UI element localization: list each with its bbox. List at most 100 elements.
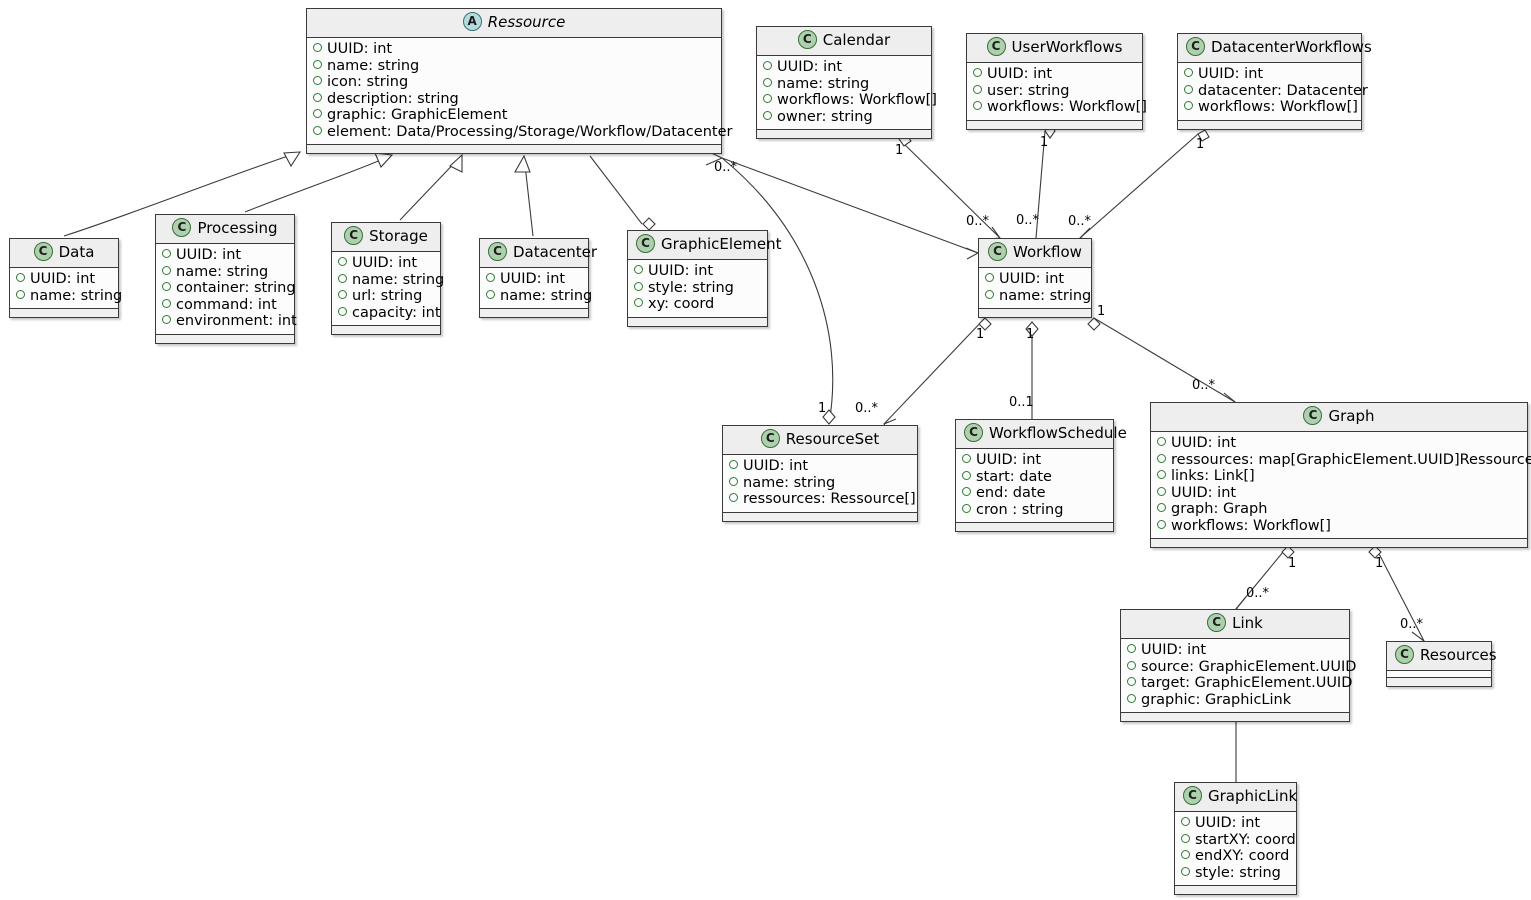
attribute-row: UUID: int <box>162 247 288 264</box>
attribute-text: cron : string <box>976 501 1064 518</box>
multiplicity-label: 0..* <box>855 401 879 416</box>
visibility-public-icon <box>985 289 994 299</box>
attribute-text: endXY: coord <box>1195 848 1290 864</box>
class-operations-link <box>1121 713 1349 721</box>
attribute-row: name: string <box>985 288 1091 305</box>
attribute-text: UUID: int <box>1171 484 1237 501</box>
class-icon: C <box>988 242 1008 261</box>
attribute-text: workflows: Workflow[] <box>777 92 937 108</box>
attribute-row: UUID: int <box>1127 642 1343 659</box>
class-header-workflow: C Workflow <box>979 239 1091 268</box>
visibility-public-icon <box>634 281 643 291</box>
attribute-row: UUID: int <box>634 263 761 280</box>
visibility-public-icon <box>1127 693 1136 703</box>
visibility-public-icon <box>973 101 982 110</box>
class-name-resourceset: ResourceSet <box>785 430 880 448</box>
multiplicity-label: 1 <box>1026 327 1035 342</box>
attribute-text: environment: int <box>176 313 297 329</box>
attribute-text: UUID: int <box>500 271 566 287</box>
visibility-public-icon <box>634 265 643 274</box>
visibility-public-icon <box>1127 660 1136 670</box>
multiplicity-label: 1 <box>1196 137 1205 152</box>
class-attributes-resources <box>1387 671 1491 678</box>
attribute-text: name: string <box>327 57 420 74</box>
attribute-row: name: string <box>162 264 288 281</box>
visibility-public-icon <box>338 273 347 283</box>
attribute-text: UUID: int <box>999 271 1065 287</box>
class-name-graphiclink: GraphicLink <box>1208 787 1298 805</box>
class-icon: C <box>1186 37 1205 56</box>
attribute-row: name: string <box>338 272 444 289</box>
attribute-row: workflows: Workflow[] <box>1157 518 1521 535</box>
attribute-row: name: string <box>763 76 925 93</box>
attribute-text: UUID: int <box>1141 642 1207 658</box>
attribute-row: name: string <box>486 288 592 305</box>
visibility-public-icon <box>962 470 971 480</box>
visibility-public-icon <box>313 43 322 52</box>
attribute-text: source: GraphicElement.UUID <box>1141 658 1357 675</box>
attribute-row: UUID: int <box>1157 485 1521 502</box>
class-name-graph: Graph <box>1328 407 1375 425</box>
visibility-public-icon <box>313 109 322 118</box>
attribute-text: UUID: int <box>30 271 96 287</box>
visibility-public-icon <box>985 273 994 282</box>
class-icon: C <box>344 226 364 245</box>
attribute-row: graphic: GraphicElement <box>313 107 715 124</box>
attribute-row: style: string <box>634 280 761 297</box>
attribute-text: UUID: int <box>648 263 714 279</box>
class-operations-calendar <box>757 130 931 138</box>
visibility-public-icon <box>16 273 25 282</box>
visibility-public-icon <box>313 92 322 102</box>
class-name-userworkflows: UserWorkflows <box>1011 38 1123 56</box>
attribute-text: name: string <box>30 287 123 304</box>
multiplicity-label: 1 <box>1288 556 1297 571</box>
visibility-public-icon <box>1181 817 1190 826</box>
visibility-public-icon <box>162 282 171 291</box>
class-name-workflow: Workflow <box>1013 243 1082 261</box>
visibility-public-icon <box>313 125 322 135</box>
visibility-public-icon <box>962 503 971 513</box>
class-operations-data <box>10 309 118 317</box>
attribute-row: description: string <box>313 91 715 108</box>
class-icon: C <box>1183 786 1202 805</box>
class-icon: C <box>636 234 655 253</box>
multiplicity-label: 1 <box>895 143 904 158</box>
class-icon: C <box>760 429 780 448</box>
class-operations-datacenter <box>480 309 588 317</box>
class-operations-userworkflows <box>967 120 1142 129</box>
attribute-row: UUID: int <box>973 66 1136 83</box>
attribute-text: url: string <box>352 288 423 304</box>
attribute-text: ressources: Ressource[] <box>743 491 916 507</box>
attribute-text: UUID: int <box>777 59 843 75</box>
attribute-row: datacenter: Datacenter <box>1184 83 1368 100</box>
multiplicity-label: 0..* <box>1246 586 1270 601</box>
attribute-text: style: string <box>1195 864 1281 881</box>
